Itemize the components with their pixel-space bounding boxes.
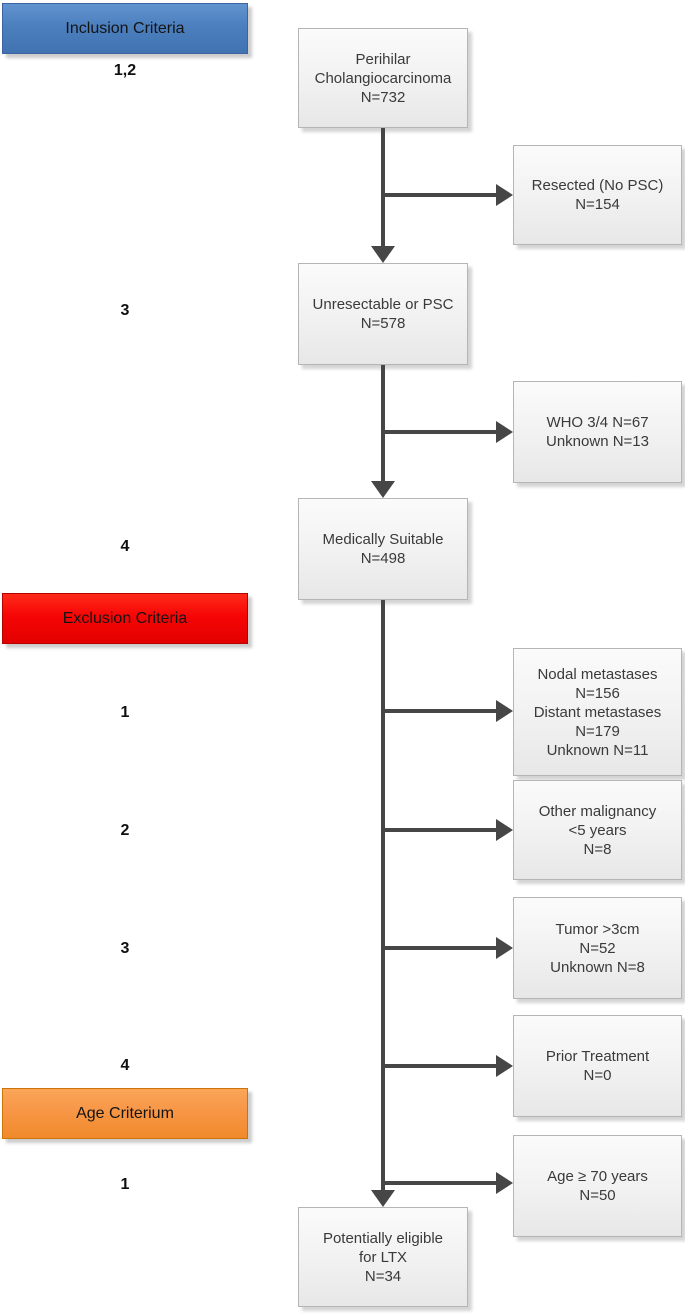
node-metastases: Nodal metastases N=156 Distant metastase… [513, 648, 682, 776]
arrowhead-right-tumor [496, 937, 513, 959]
node-text-line: N=732 [360, 88, 406, 106]
arrow-line-branch-tumor [383, 946, 496, 950]
node-text-line: Unknown N=11 [546, 741, 649, 759]
age-criterium-label: Age Criterium [76, 1104, 174, 1122]
arrow-line-branch-metastases [383, 709, 496, 713]
criterion-number-inclusion-3: 3 [120, 302, 130, 319]
node-text-line: Unresectable or PSC [312, 296, 454, 313]
arrow-line-branch-age-70 [383, 1181, 496, 1185]
age-criterium-header: Age Criterium [2, 1088, 248, 1139]
arrow-line-branch-other-malignancy [383, 828, 496, 832]
arrowhead-right-metastases [496, 700, 513, 722]
node-text-line: Potentially eligible [322, 1229, 444, 1247]
criterion-number-age-1: 1 [120, 1176, 130, 1193]
criterion-number-exclusion-3: 3 [120, 940, 130, 957]
criterion-number-exclusion-4: 4 [120, 1057, 130, 1074]
arrow-line-branch-who [383, 430, 496, 434]
criterion-number-exclusion-2: 2 [120, 822, 130, 839]
criterion-number-inclusion-4: 4 [120, 538, 130, 555]
arrow-line-unresectable-to-medically [381, 365, 385, 482]
arrowhead-right-other-malignancy [496, 819, 513, 841]
arrowhead-down-medically-suitable [371, 481, 395, 498]
node-text-line: N=8 [583, 840, 612, 858]
node-potentially-eligible-ltx: Potentially eligible for LTX N=34 [298, 1207, 468, 1307]
node-text-line: Distant metastases [533, 703, 662, 721]
node-text-line: Unknown N=13 [546, 433, 649, 450]
node-text-line: Cholangiocarcinoma [314, 69, 452, 87]
node-text-line: <5 years [568, 821, 627, 839]
node-unresectable-or-psc: Unresectable or PSC N=578 [298, 263, 468, 365]
criterion-number-inclusion-1-2: 1,2 [113, 62, 137, 79]
node-text-line: N=498 [360, 550, 406, 567]
arrow-line-perihilar-to-unresectable [381, 128, 385, 247]
node-text-line: Age ≥ 70 years [547, 1168, 648, 1185]
inclusion-criteria-header: Inclusion Criteria [2, 3, 248, 54]
arrowhead-right-prior-treatment [496, 1055, 513, 1077]
exclusion-criteria-label: Exclusion Criteria [62, 609, 188, 627]
node-prior-treatment: Prior Treatment N=0 [513, 1015, 682, 1117]
node-text-line: for LTX [358, 1248, 408, 1266]
inclusion-criteria-label: Inclusion Criteria [65, 19, 185, 37]
node-text-line: N=156 [575, 684, 620, 702]
node-text-line: N=0 [583, 1067, 612, 1084]
arrow-line-medically-to-eligible [381, 600, 385, 1191]
arrowhead-down-eligible [371, 1190, 395, 1207]
node-medically-suitable: Medically Suitable N=498 [298, 498, 468, 600]
node-tumor-size: Tumor >3cm N=52 Unknown N=8 [513, 897, 682, 999]
node-text-line: WHO 3/4 N=67 [546, 414, 649, 431]
node-text-line: Nodal metastases [537, 665, 658, 683]
arrowhead-right-age-70 [496, 1172, 513, 1194]
node-text-line: Prior Treatment [545, 1048, 650, 1065]
criterion-number-exclusion-1: 1 [120, 704, 130, 721]
node-text-line: Medically Suitable [322, 531, 444, 548]
arrowhead-right-resected [496, 184, 513, 206]
node-other-malignancy: Other malignancy <5 years N=8 [513, 780, 682, 880]
node-age-70: Age ≥ 70 years N=50 [513, 1135, 682, 1237]
exclusion-criteria-header: Exclusion Criteria [2, 593, 248, 644]
arrowhead-down-unresectable [371, 246, 395, 263]
arrow-line-branch-resected [383, 193, 496, 197]
node-text-line: N=52 [579, 939, 616, 957]
node-text-line: Other malignancy [538, 802, 657, 820]
arrowhead-right-who [496, 421, 513, 443]
node-text-line: N=578 [360, 315, 406, 332]
node-text-line: Perihilar [355, 50, 411, 68]
node-who-status: WHO 3/4 N=67 Unknown N=13 [513, 381, 682, 483]
node-text-line: N=154 [575, 196, 620, 213]
node-text-line: N=179 [575, 722, 620, 740]
node-resected-no-psc: Resected (No PSC) N=154 [513, 145, 682, 245]
node-perihilar-cholangiocarcinoma: Perihilar Cholangiocarcinoma N=732 [298, 28, 468, 128]
node-text-line: Resected (No PSC) [531, 177, 664, 194]
node-text-line: Tumor >3cm [555, 920, 640, 938]
node-text-line: Unknown N=8 [550, 958, 645, 976]
node-text-line: N=34 [364, 1267, 402, 1285]
arrow-line-branch-prior-treatment [383, 1064, 496, 1068]
node-text-line: N=50 [579, 1187, 616, 1204]
